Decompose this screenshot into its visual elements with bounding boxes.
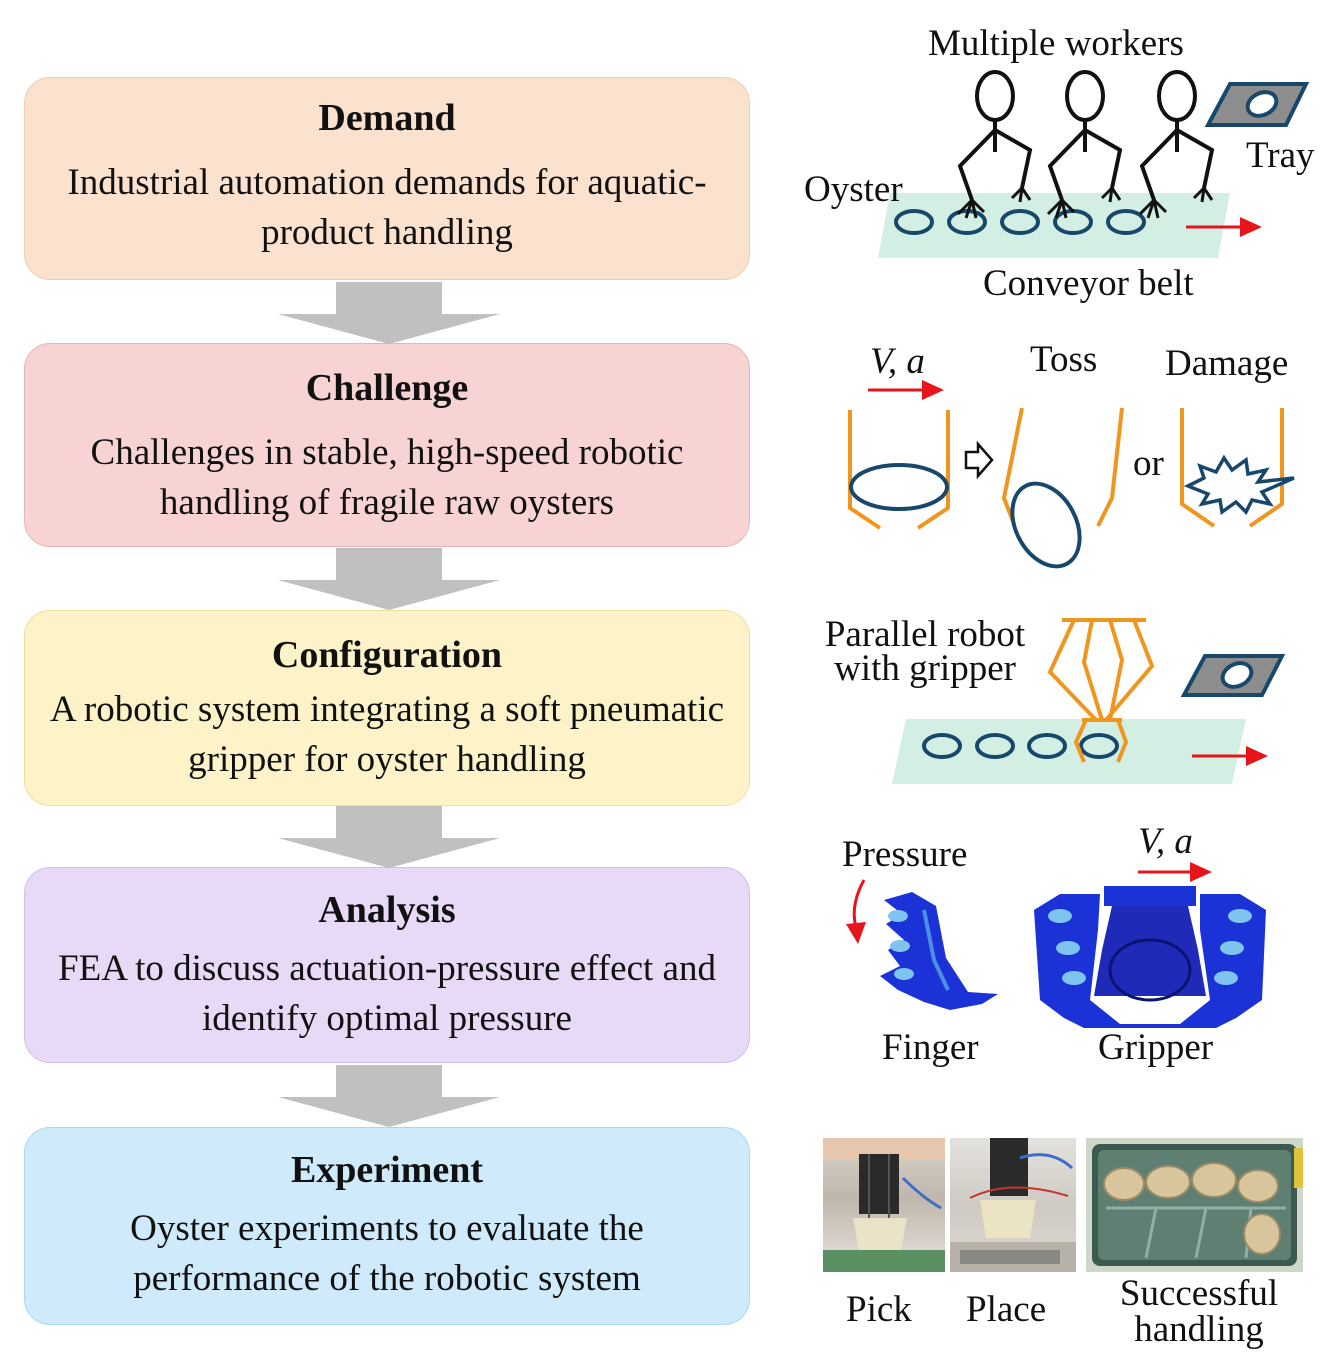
step-title: Challenge: [305, 367, 469, 409]
label-toss: Toss: [1030, 339, 1098, 380]
flow-arrow-3: [278, 806, 500, 868]
label-velocity-accel: V, a: [1138, 821, 1193, 862]
label-velocity-accel: V, a: [870, 341, 925, 382]
analysis-illustration: [846, 862, 1266, 1028]
step-title: Demand: [318, 97, 456, 139]
label-line: with gripper: [834, 648, 1016, 689]
label-damage: Damage: [1165, 343, 1289, 384]
conveyor-direction-arrow: [1186, 217, 1262, 237]
tray-icon: [1204, 82, 1310, 127]
tossed-oyster-icon: [1010, 481, 1082, 569]
label-pick: Pick: [846, 1289, 912, 1330]
challenge-illustration: [848, 380, 1295, 569]
label-successful-handling: Successful handling: [1094, 1273, 1304, 1350]
gripper-icon: [848, 410, 950, 530]
gripper-damage-icon: [1180, 408, 1284, 528]
step-challenge: Challenge Challenges in stable, high-spe…: [24, 343, 750, 547]
step-experiment: Experiment Oyster experiments to evaluat…: [24, 1127, 750, 1325]
motion-arrow: [868, 380, 944, 400]
hollow-arrow-icon: [964, 440, 994, 480]
photo-pick: [823, 1138, 945, 1272]
label-parallel-robot: Parallel robot with gripper: [805, 616, 1045, 689]
label-oyster: Oyster: [804, 169, 903, 210]
flow-arrow-1: [278, 282, 500, 344]
label-line: Successful: [1119, 1273, 1279, 1314]
step-title: Analysis: [318, 889, 456, 931]
label-line: handling: [1134, 1309, 1264, 1350]
step-description: Industrial automation demands for aquati…: [67, 162, 707, 253]
step-configuration: Configuration A robotic system integrati…: [24, 610, 750, 806]
label-finger: Finger: [882, 1027, 979, 1068]
oyster-row: [922, 733, 1119, 759]
conveyor-belt: [892, 719, 1246, 784]
step-description: Challenges in stable, high-speed robotic…: [90, 432, 684, 523]
pressure-arrow: [852, 879, 866, 929]
step-title: Experiment: [290, 1149, 484, 1191]
step-description: Oyster experiments to evaluate the perfo…: [130, 1208, 644, 1299]
step-description: A robotic system integrating a soft pneu…: [49, 689, 725, 780]
step-demand: Demand Industrial automation demands for…: [24, 77, 750, 280]
step-description: FEA to discuss actuation-pressure effect…: [58, 948, 716, 1039]
oyster-icon: [849, 463, 949, 511]
label-gripper: Gripper: [1098, 1027, 1214, 1068]
label-multiple-workers: Multiple workers: [928, 23, 1184, 64]
photo-successful-handling: [1086, 1138, 1303, 1272]
workers-icon: [957, 70, 1215, 201]
flow-arrow-4: [278, 1065, 500, 1127]
damaged-oyster-icon: [1183, 454, 1295, 516]
conveyor-direction-arrow: [1192, 746, 1268, 766]
photo-place: [950, 1138, 1076, 1272]
step-title: Configuration: [271, 634, 503, 676]
label-tray: Tray: [1246, 135, 1315, 176]
parallel-robot-icon: [1047, 618, 1155, 763]
step-analysis: Analysis FEA to discuss actuation-pressu…: [24, 867, 750, 1063]
label-pressure: Pressure: [842, 834, 968, 875]
flow-arrow-2: [278, 548, 500, 610]
tray-icon: [1180, 654, 1286, 697]
fea-gripper-icon: [1034, 886, 1266, 1028]
configuration-illustration: [892, 618, 1286, 784]
motion-arrow: [1138, 862, 1212, 882]
label-or: or: [1133, 443, 1164, 484]
fea-finger-icon: [880, 892, 998, 1010]
label-line: Parallel robot: [824, 614, 1026, 655]
label-place: Place: [966, 1289, 1047, 1330]
label-conveyor-belt: Conveyor belt: [983, 263, 1194, 304]
demand-illustration: [878, 70, 1310, 258]
